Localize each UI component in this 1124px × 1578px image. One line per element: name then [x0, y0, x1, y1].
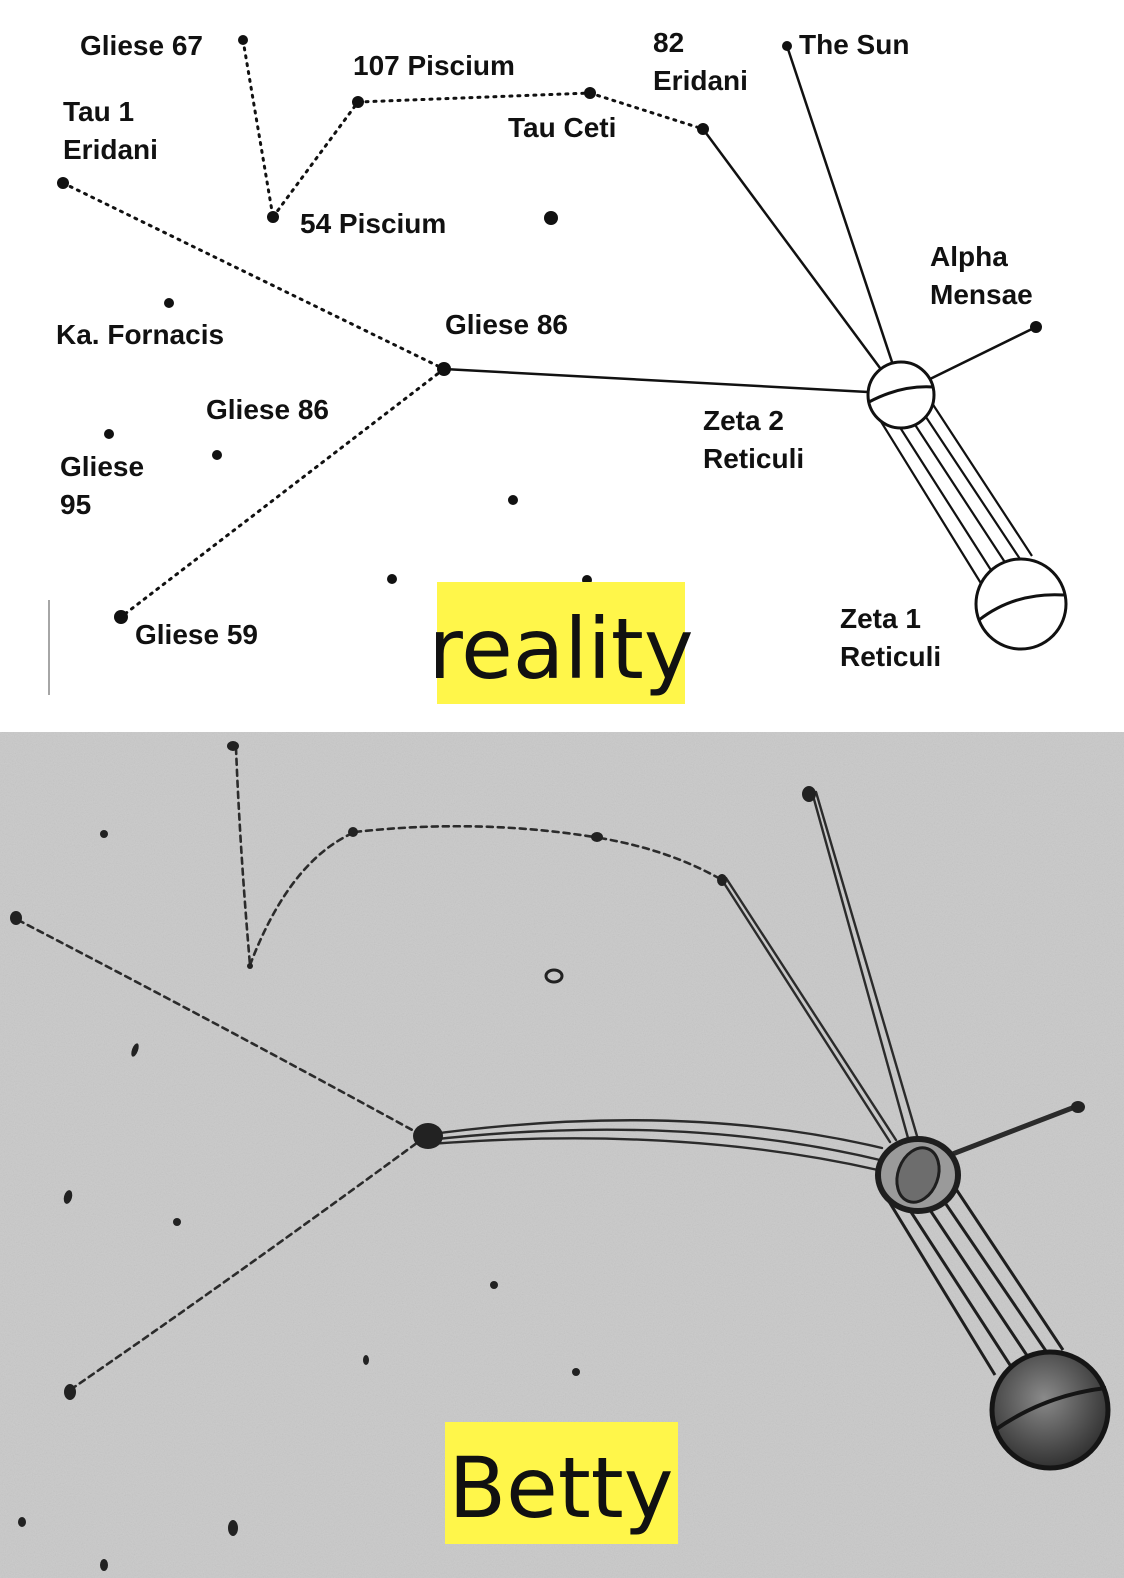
connection-gliese86-zeta2 — [443, 367, 869, 394]
star-dots — [57, 35, 1042, 624]
connection-sun-zeta2 — [785, 45, 894, 363]
pencil-star-dots — [10, 741, 1085, 1571]
pencil-line-to-right — [598, 836, 724, 882]
label-gliese-86-top: Gliese 86 — [445, 309, 568, 340]
pencil-solid-connections — [423, 790, 1083, 1172]
pencil-dotted-connections — [16, 746, 724, 1392]
connection-gliese86-gliese59 — [119, 367, 446, 619]
label-gliese-67: Gliese 67 — [80, 30, 203, 61]
connection-tauceti-82eridani — [588, 91, 705, 131]
pencil-line-from-top-b — [814, 790, 919, 1138]
pencil-binary-drawing — [875, 1136, 1111, 1471]
betty-panel: Betty — [0, 732, 1124, 1578]
label-ka-fornacis: Ka. Fornacis — [56, 319, 224, 350]
pencil-line-left-upper — [16, 918, 427, 1139]
solid-connections — [443, 45, 1037, 394]
label-gliese-95-line1: Gliese — [60, 451, 144, 482]
label-82-eridani-line2: Eridani — [653, 65, 748, 96]
connection-82eridani-zeta2 — [701, 128, 882, 369]
connection-gliese67-54piscium — [241, 38, 275, 219]
label-zeta2-line2: Reticuli — [703, 443, 804, 474]
label-tau-ceti: Tau Ceti — [508, 112, 616, 143]
pencil-line-top-left — [234, 746, 252, 967]
label-the-sun: The Sun — [799, 29, 909, 60]
pencil-line-to-right-star — [947, 1102, 1083, 1158]
label-alpha-mensae-line2: Mensae — [930, 279, 1033, 310]
zeta2-sphere — [866, 360, 936, 430]
pencil-line-from-arc-b — [724, 876, 898, 1142]
label-54-piscium: 54 Piscium — [300, 208, 446, 239]
pencil-band-b — [426, 1128, 882, 1162]
reality-panel: Gliese 67 107 Piscium 82 Eridani The Sun… — [0, 0, 1124, 728]
label-gliese-86-left: Gliese 86 — [206, 394, 329, 425]
zeta1-sphere — [974, 557, 1068, 651]
pencil-line-rise — [248, 830, 357, 967]
pencil-band-a — [423, 1119, 884, 1150]
pencil-line-from-top-a — [810, 790, 910, 1140]
zeta-reticuli-binary — [866, 360, 1068, 651]
betty-caption: Betty — [449, 1439, 674, 1537]
pencil-open-circle — [544, 968, 564, 984]
connection-tau1eridani-gliese86 — [61, 181, 446, 371]
label-alpha-mensae-line1: Alpha — [930, 241, 1008, 272]
reality-caption: reality — [428, 600, 693, 698]
reality-caption-background — [437, 582, 685, 704]
label-82-eridani-line1: 82 — [653, 27, 684, 58]
label-tau1-eridani-line1: Tau 1 — [63, 96, 134, 127]
connection-54piscium-107piscium — [271, 100, 360, 219]
pencil-line-from-arc-a — [720, 878, 892, 1144]
pencil-zeta1-sphere — [989, 1349, 1111, 1471]
connection-107piscium-tauceti — [356, 91, 592, 104]
pencil-band-c — [428, 1137, 880, 1172]
label-zeta1-line2: Reticuli — [840, 641, 941, 672]
label-gliese-59: Gliese 59 — [135, 619, 258, 650]
label-107-piscium: 107 Piscium — [353, 50, 515, 81]
label-zeta2-line1: Zeta 2 — [703, 405, 784, 436]
dotted-connections — [61, 38, 705, 619]
connection-alphamensae-zeta2 — [927, 325, 1037, 382]
pencil-line-arc — [353, 824, 602, 840]
betty-caption-background — [445, 1422, 678, 1544]
label-tau1-eridani-line2: Eridani — [63, 134, 158, 165]
label-zeta1-line1: Zeta 1 — [840, 603, 921, 634]
label-gliese-95-line2: 95 — [60, 489, 91, 520]
pencil-line-left-lower — [68, 1135, 427, 1392]
